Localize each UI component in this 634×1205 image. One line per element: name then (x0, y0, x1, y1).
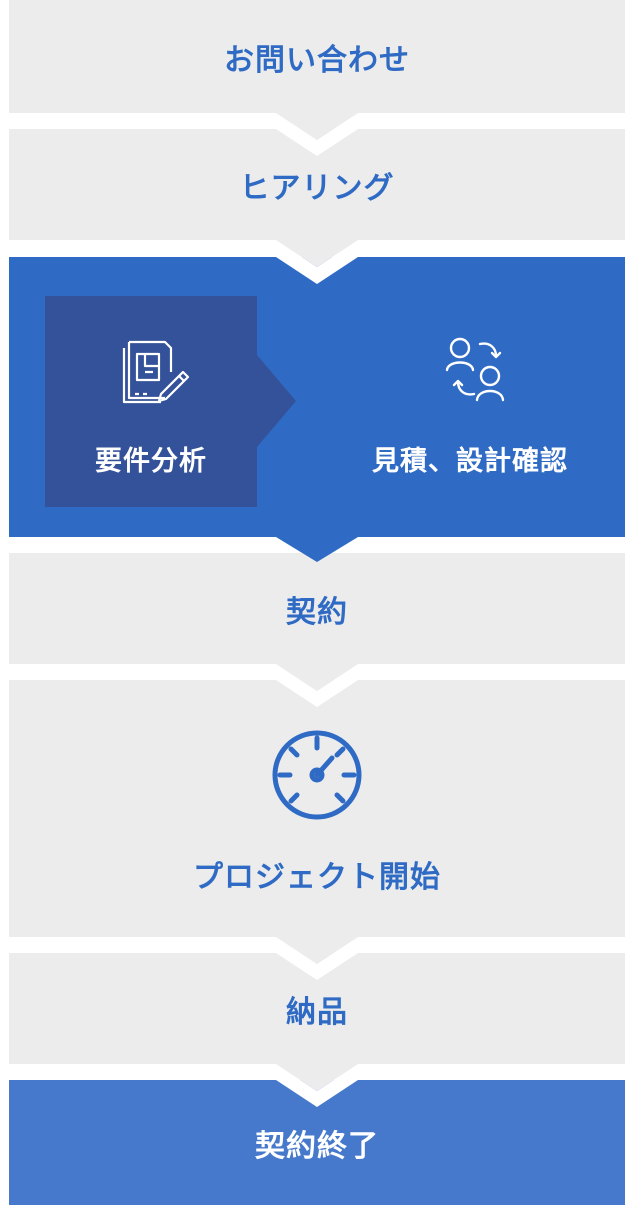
step-contract-end-label: 契約終了 (255, 1128, 379, 1164)
step-delivery-label: 納品 (286, 994, 348, 1030)
step-contract-end: 契約終了 (9, 1080, 625, 1205)
speedometer-icon (272, 730, 362, 820)
step-contract-label: 契約 (286, 594, 348, 630)
blueprint-pencil-icon (122, 340, 190, 404)
step-project-start: プロジェクト開始 (9, 680, 625, 937)
step-project-start-label: プロジェクト開始 (193, 860, 441, 895)
step-hearing: ヒアリング (9, 129, 625, 240)
user-exchange-icon (445, 337, 505, 402)
phase-estimate-design: 見積、設計確認 (310, 296, 630, 507)
step-delivery: 納品 (9, 953, 625, 1064)
step-inquiry: お問い合わせ (9, 0, 625, 113)
step-contract: 契約 (9, 553, 625, 664)
phase-right-label: 見積、設計確認 (372, 446, 568, 477)
step-hearing-label: ヒアリング (239, 170, 395, 206)
step-inquiry-label: お問い合わせ (224, 42, 410, 78)
phase-left-label: 要件分析 (95, 446, 207, 477)
phase-requirements-analysis: 要件分析 (45, 296, 257, 507)
